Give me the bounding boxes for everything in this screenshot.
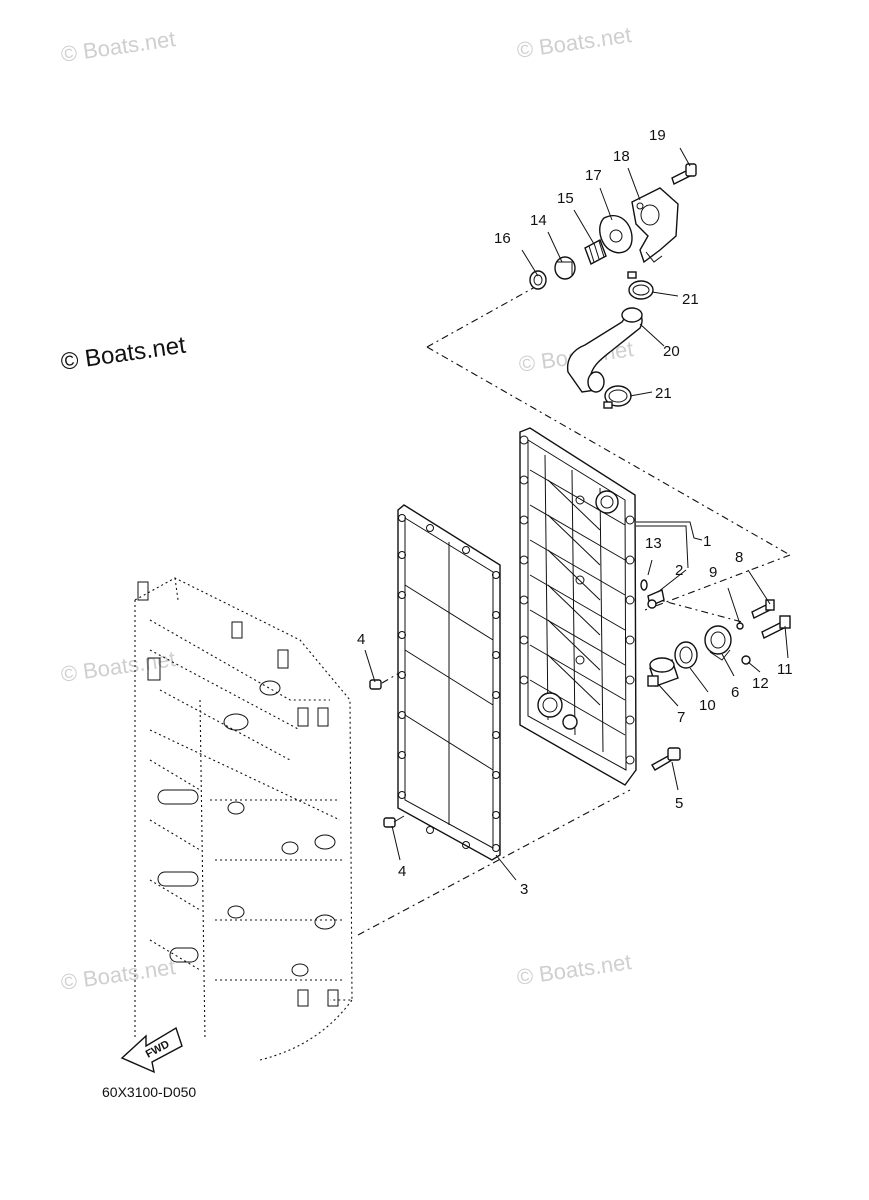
callout-11: 11 xyxy=(777,661,793,678)
watermark: © Boats.net xyxy=(59,646,177,687)
diagram-code: 60X3100-D050 xyxy=(102,1084,196,1100)
callout-19: 19 xyxy=(649,127,666,144)
bolt-5 xyxy=(651,747,681,771)
callout-16: 16 xyxy=(494,230,511,247)
callouts: 1 2 3 4 4 5 6 7 8 9 10 11 12 13 14 15 16… xyxy=(357,127,793,898)
callout-12: 12 xyxy=(752,675,769,692)
fitting-2 xyxy=(647,589,665,609)
callout-4: 4 xyxy=(398,863,406,880)
clamp-21-lower xyxy=(603,385,632,409)
small-parts xyxy=(369,579,791,828)
engine-studs xyxy=(137,581,339,1007)
callout-7: 7 xyxy=(677,709,685,726)
callout-10: 10 xyxy=(699,697,716,714)
callout-21: 21 xyxy=(682,291,699,308)
engine-block xyxy=(134,577,353,1061)
thermostat-14 xyxy=(554,256,576,280)
callout-4: 4 xyxy=(357,631,365,648)
callout-14: 14 xyxy=(530,212,547,229)
callout-9: 9 xyxy=(709,564,717,581)
anode-7 xyxy=(647,657,679,687)
fwd-arrow: FWD xyxy=(120,1026,183,1074)
callout-2: 2 xyxy=(675,562,683,579)
watermark: © Boats.net xyxy=(515,22,633,63)
callout-21: 21 xyxy=(655,385,672,402)
spring-15 xyxy=(584,239,607,265)
screw-8 xyxy=(751,599,775,619)
exhaust-cover-plate xyxy=(519,427,637,786)
thermostat-assembly xyxy=(529,163,697,409)
exhaust-cover-gasket xyxy=(397,504,501,861)
bolt-4-upper xyxy=(369,679,382,690)
callout-17: 17 xyxy=(585,167,602,184)
callout-6: 6 xyxy=(731,684,739,701)
seal-16 xyxy=(529,270,547,290)
callout-1: 1 xyxy=(703,533,711,550)
gasket-holes xyxy=(398,514,500,852)
plate-bolt-holes xyxy=(519,435,635,765)
leader-lines xyxy=(364,147,789,881)
bolt-19 xyxy=(671,163,697,185)
callout-5: 5 xyxy=(675,795,683,812)
bolt-4-lower xyxy=(383,815,405,828)
callout-13: 13 xyxy=(645,535,662,552)
watermark-main: © Boats.net xyxy=(59,332,188,376)
clamp-21-upper xyxy=(627,271,654,300)
grommet-10 xyxy=(674,641,698,669)
callout-15: 15 xyxy=(557,190,574,207)
callout-3: 3 xyxy=(520,881,528,898)
callout-20: 20 xyxy=(663,343,680,360)
watermark: © Boats.net xyxy=(59,954,177,995)
callout-18: 18 xyxy=(613,148,630,165)
hose-20 xyxy=(566,307,643,393)
gasket-17 xyxy=(599,215,633,254)
watermark: © Boats.net xyxy=(59,26,177,67)
callout-8: 8 xyxy=(735,549,743,566)
thermostat-cover-18 xyxy=(631,187,679,264)
pin-13 xyxy=(640,579,648,591)
cover-6 xyxy=(704,625,732,661)
watermark: © Boats.net xyxy=(515,949,633,990)
